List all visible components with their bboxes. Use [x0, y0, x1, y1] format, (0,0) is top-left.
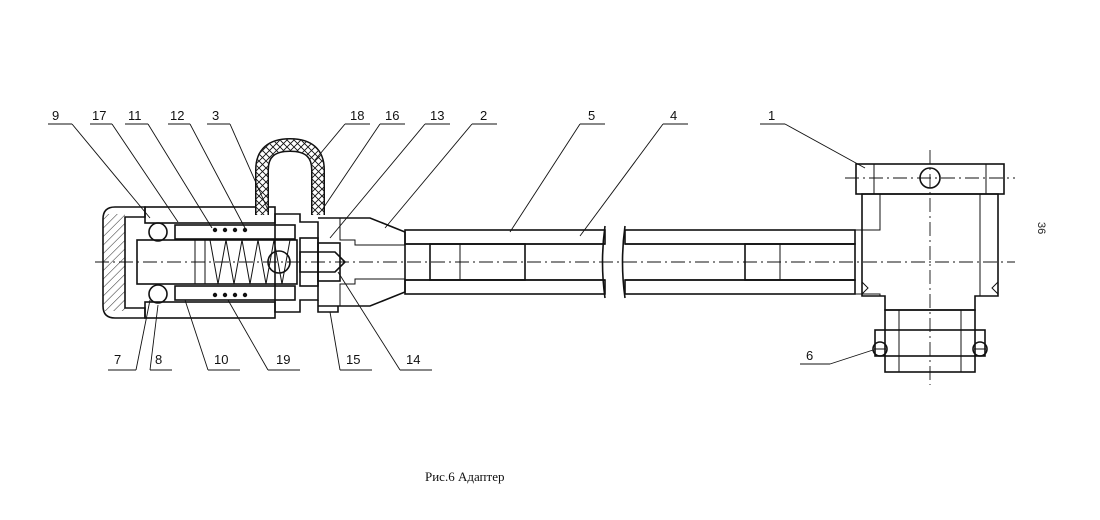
quick-connect-assembly — [102, 206, 406, 319]
callout-12: 12 — [170, 108, 184, 123]
page-number: 36 — [1035, 222, 1047, 234]
callout-2: 2 — [480, 108, 487, 123]
callout-7: 7 — [114, 352, 121, 367]
callout-6: 6 — [806, 348, 813, 363]
figure-caption: Рис.6 Адаптер — [425, 469, 504, 484]
callout-14: 14 — [406, 352, 420, 367]
callout-8: 8 — [155, 352, 162, 367]
callout-16: 16 — [385, 108, 399, 123]
callout-9: 9 — [52, 108, 59, 123]
callout-15: 15 — [346, 352, 360, 367]
callout-10: 10 — [214, 352, 228, 367]
callout-13: 13 — [430, 108, 444, 123]
callout-18: 18 — [350, 108, 364, 123]
handle-loop — [255, 137, 325, 215]
callout-11: 11 — [128, 108, 142, 123]
callout-4: 4 — [670, 108, 677, 123]
callout-5: 5 — [588, 108, 595, 123]
tee-fitting — [855, 163, 1005, 373]
callout-1: 1 — [768, 108, 775, 123]
callout-3: 3 — [212, 108, 219, 123]
top-callouts: 9 17 11 12 3 18 16 13 2 5 4 1 — [48, 108, 866, 239]
callout-17: 17 — [92, 108, 106, 123]
bottom-callouts: 7 8 10 19 15 14 6 — [108, 271, 874, 371]
callout-19: 19 — [276, 352, 290, 367]
hose — [404, 225, 856, 299]
